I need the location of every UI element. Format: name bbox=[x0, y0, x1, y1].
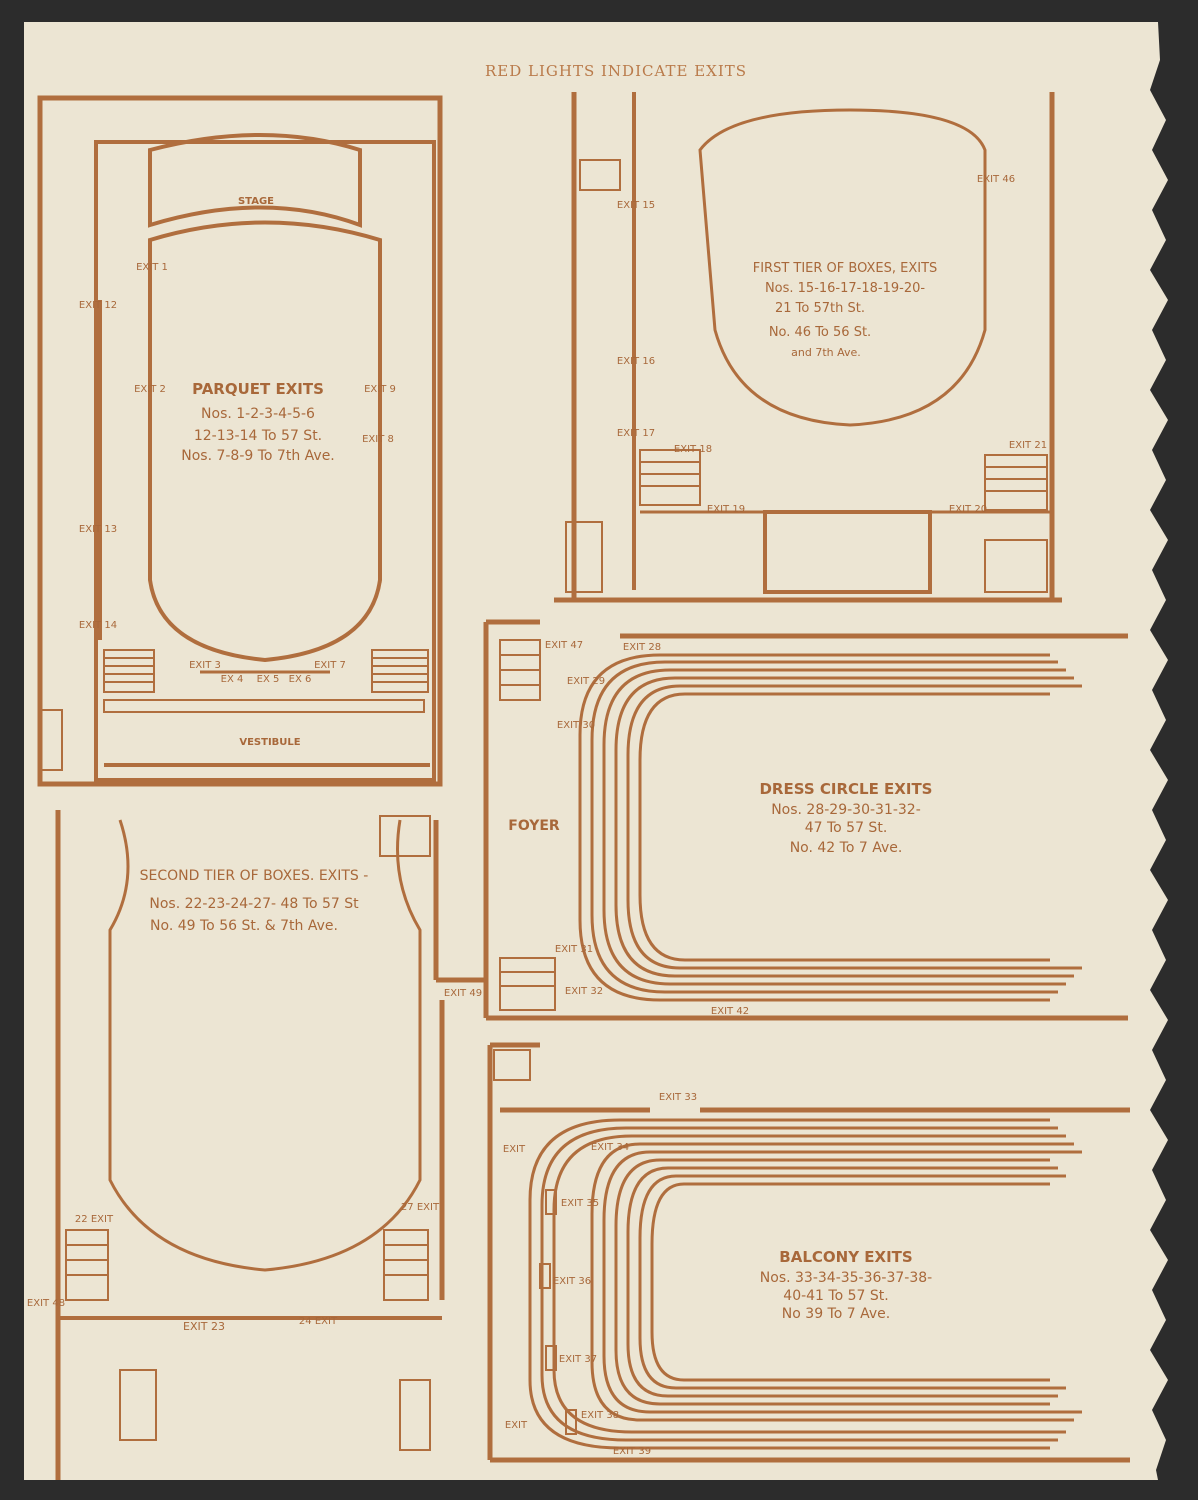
second-tier-plan bbox=[55, 810, 486, 1480]
paper-sheet bbox=[24, 22, 1168, 1480]
dress-circle-line-2: 47 To 57 St. bbox=[805, 820, 888, 836]
dress-circle-rows bbox=[578, 653, 1082, 1002]
parquet-inner-wall bbox=[94, 140, 436, 782]
exit-label: EX 6 bbox=[289, 674, 312, 685]
exit-label: EXIT 46 bbox=[977, 174, 1015, 185]
exit-label: EXIT bbox=[503, 1144, 526, 1155]
parquet-text: STAGE VESTIBULE PARQUET EXITS Nos. 1-2-3… bbox=[79, 196, 396, 748]
dress-circle-line-3: No. 42 To 7 Ave. bbox=[790, 840, 903, 856]
exit-label: EXIT 23 bbox=[183, 1320, 225, 1333]
parquet-plan bbox=[37, 95, 443, 787]
exit-label: 27 EXIT bbox=[401, 1202, 440, 1213]
second-tier-text: SECOND TIER OF BOXES. EXITS - Nos. 22-23… bbox=[27, 868, 482, 1333]
second-tier-stairs bbox=[65, 815, 431, 1451]
exit-label: EXIT bbox=[505, 1420, 528, 1431]
exit-label: EXIT 32 bbox=[565, 986, 603, 997]
first-tier-line-3: No. 46 To 56 St. bbox=[769, 325, 871, 340]
first-tier-plan bbox=[554, 92, 1062, 603]
exit-label: EXIT 8 bbox=[362, 434, 394, 445]
exit-label: EXIT 34 bbox=[591, 1142, 629, 1153]
exit-label: EX 5 bbox=[257, 674, 280, 685]
dress-circle-plan bbox=[483, 619, 1128, 1021]
first-tier-stairs bbox=[565, 159, 1048, 593]
first-tier-line-1: Nos. 15-16-17-18-19-20- bbox=[765, 281, 925, 296]
exit-label: EXIT 35 bbox=[561, 1198, 599, 1209]
dress-circle-title: DRESS CIRCLE EXITS bbox=[759, 780, 932, 798]
dress-circle-stairs bbox=[499, 639, 556, 1011]
exit-label: EXIT 31 bbox=[555, 944, 593, 955]
exit-label: EXIT 28 bbox=[623, 642, 661, 653]
exit-label: EXIT 7 bbox=[314, 660, 346, 671]
exit-label: EXIT 19 bbox=[707, 504, 745, 515]
exit-label: EX 4 bbox=[221, 674, 244, 685]
first-tier-lobby bbox=[763, 510, 932, 594]
exit-label: EXIT 42 bbox=[711, 1006, 749, 1017]
exit-label: EXIT 30 bbox=[557, 720, 595, 731]
exit-label: EXIT 13 bbox=[79, 524, 117, 535]
balcony-line-1: Nos. 33-34-35-36-37-38- bbox=[760, 1270, 932, 1286]
exit-label: EXIT 38 bbox=[581, 1410, 619, 1421]
balcony-title: BALCONY EXITS bbox=[779, 1248, 912, 1266]
first-tier-line-4: and 7th Ave. bbox=[791, 346, 861, 359]
vestibule-label: VESTIBULE bbox=[239, 737, 300, 748]
exit-label: EXIT 21 bbox=[1009, 440, 1047, 451]
foyer-label: FOYER bbox=[508, 818, 560, 834]
exit-label: EXIT 1 bbox=[136, 262, 168, 273]
parquet-outer-wall bbox=[37, 95, 443, 787]
first-tier-text: FIRST TIER OF BOXES, EXITS Nos. 15-16-17… bbox=[617, 174, 1047, 515]
first-tier-horseshoe bbox=[698, 108, 987, 427]
second-tier-line-1: Nos. 22-23-24-27- 48 To 57 St bbox=[149, 896, 359, 912]
exit-label: EXIT 49 bbox=[444, 988, 482, 999]
stage-outline bbox=[148, 133, 362, 228]
exit-label: EXIT 39 bbox=[613, 1446, 651, 1457]
parquet-line-3: Nos. 7-8-9 To 7th Ave. bbox=[181, 448, 335, 464]
page-header: RED LIGHTS INDICATE EXITS bbox=[485, 62, 747, 80]
exit-label: EXIT 18 bbox=[674, 444, 712, 455]
exit-label: EXIT 37 bbox=[559, 1354, 597, 1365]
balcony-line-3: No 39 To 7 Ave. bbox=[782, 1306, 890, 1322]
exit-label: EXIT 12 bbox=[79, 300, 117, 311]
second-tier-horseshoe bbox=[108, 819, 422, 1272]
exit-label: EXIT 14 bbox=[79, 620, 117, 631]
balcony-plan bbox=[487, 1042, 1130, 1463]
dress-circle-text: FOYER DRESS CIRCLE EXITS Nos. 28-29-30-3… bbox=[508, 640, 932, 1017]
exit-label: EXIT 15 bbox=[617, 200, 655, 211]
second-tier-line-2: No. 49 To 56 St. & 7th Ave. bbox=[150, 918, 338, 934]
exit-label: EXIT 36 bbox=[553, 1276, 591, 1287]
balcony-line-2: 40-41 To 57 St. bbox=[783, 1288, 888, 1304]
balcony-exit-boxes bbox=[539, 1189, 577, 1435]
exit-label: EXIT 20 bbox=[949, 504, 987, 515]
exit-label: EXIT 9 bbox=[364, 384, 396, 395]
first-tier-line-2: 21 To 57th St. bbox=[775, 301, 865, 316]
stage-label: STAGE bbox=[238, 196, 274, 207]
balcony-text: BALCONY EXITS Nos. 33-34-35-36-37-38- 40… bbox=[503, 1092, 932, 1457]
parquet-line-2: 12-13-14 To 57 St. bbox=[194, 428, 322, 444]
exit-label: EXIT 48 bbox=[27, 1298, 65, 1309]
parquet-title: PARQUET EXITS bbox=[192, 380, 324, 398]
exit-label: EXIT 3 bbox=[189, 660, 221, 671]
first-tier-title: FIRST TIER OF BOXES, EXITS bbox=[753, 261, 938, 276]
parquet-line-1: Nos. 1-2-3-4-5-6 bbox=[201, 406, 315, 422]
exit-label: 22 EXIT bbox=[75, 1214, 114, 1225]
exit-label: EXIT 17 bbox=[617, 428, 655, 439]
exit-label: EXIT 47 bbox=[545, 640, 583, 651]
dress-circle-line-1: Nos. 28-29-30-31-32- bbox=[771, 802, 921, 818]
parquet-stairs bbox=[39, 649, 429, 771]
exit-label: 24 EXIT bbox=[299, 1316, 338, 1327]
exit-label: EXIT 16 bbox=[617, 356, 655, 367]
exit-label: EXIT 2 bbox=[134, 384, 166, 395]
balcony-rows bbox=[528, 1118, 1082, 1450]
parquet-auditorium bbox=[148, 220, 382, 663]
exit-label: EXIT 29 bbox=[567, 676, 605, 687]
exit-label: EXIT 33 bbox=[659, 1092, 697, 1103]
second-tier-title: SECOND TIER OF BOXES. EXITS - bbox=[140, 868, 369, 884]
